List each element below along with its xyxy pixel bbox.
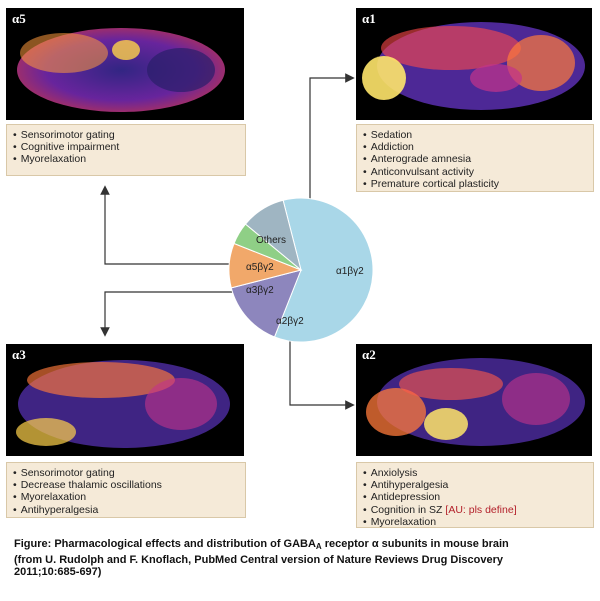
effect-item: Anxiolysis (363, 467, 593, 479)
arrow-to-a1 (309, 73, 355, 200)
effect-item: Antihyperalgesia (13, 504, 245, 516)
effects-box-a5: Sensorimotor gating Cognitive impairment… (6, 124, 246, 176)
caption-text-1b: receptor α subunits in mouse brain (321, 538, 509, 550)
effect-item: Sedation (363, 129, 593, 141)
pie-slice-label: α5βγ2 (246, 262, 274, 273)
author-query-note: [AU: pls define] (445, 503, 517, 516)
effect-item: Cognitive impairment (13, 141, 245, 153)
effect-item: Myorelaxation (13, 491, 245, 503)
arrow-to-a2 (289, 336, 355, 410)
pie-slice (230, 269, 302, 338)
figure-caption: Figure: Pharmacological effects and dist… (14, 538, 574, 579)
brain-image-a3: α3 (6, 344, 244, 456)
pie-slice-label: α1βγ2 (336, 266, 364, 277)
effects-box-a1: Sedation Addiction Anterograde amnesia A… (356, 124, 594, 192)
effect-item: Myorelaxation (363, 516, 593, 528)
arrow-to-a5 (100, 185, 230, 265)
caption-subscript: A (315, 542, 322, 551)
subunit-label-a1: α1 (362, 11, 376, 26)
effect-item: Myorelaxation (13, 153, 245, 165)
effect-item: Decrease thalamic oscillations (13, 479, 245, 491)
effect-item: Anticonvulsant activity (363, 166, 593, 178)
effect-item: Premature cortical plasticity (363, 178, 593, 190)
pie-slice-label: α2βγ2 (276, 316, 304, 327)
caption-line-3: 2011;10:685-697) (14, 566, 102, 578)
brain-image-a2: α2 (356, 344, 592, 456)
brain-image-a5: α5 (6, 8, 244, 120)
effect-item: Antidepression (363, 491, 593, 503)
effect-item: Cognition in SZ [AU: pls define] (363, 504, 593, 516)
subunit-label-a3: α3 (12, 347, 26, 362)
arrow-to-a3 (100, 291, 240, 337)
pie-slice (244, 199, 302, 272)
subunit-label-a5: α5 (12, 11, 26, 26)
pie-slice-label: α3βγ2 (246, 285, 274, 296)
effect-text: Cognition in SZ (370, 503, 443, 516)
effects-box-a2: Anxiolysis Antihyperalgesia Antidepressi… (356, 462, 594, 528)
effects-box-a3: Sensorimotor gating Decrease thalamic os… (6, 462, 246, 518)
effect-item: Sensorimotor gating (13, 467, 245, 479)
effect-item: Antihyperalgesia (363, 479, 593, 491)
effect-item: Addiction (363, 141, 593, 153)
caption-line-1: Figure: Pharmacological effects and dist… (14, 538, 574, 554)
subunit-label-a2: α2 (362, 347, 376, 362)
pie-slice-label: Others (256, 235, 286, 246)
effect-item: Sensorimotor gating (13, 129, 245, 141)
effect-item: Anterograde amnesia (363, 153, 593, 165)
caption-line-2: (from U. Rudolph and F. Knoflach, PubMed… (14, 553, 503, 566)
brain-image-a1: α1 (356, 8, 592, 120)
caption-text-1a: Figure: Pharmacological effects and dist… (14, 538, 316, 550)
pie-slice (273, 197, 374, 343)
